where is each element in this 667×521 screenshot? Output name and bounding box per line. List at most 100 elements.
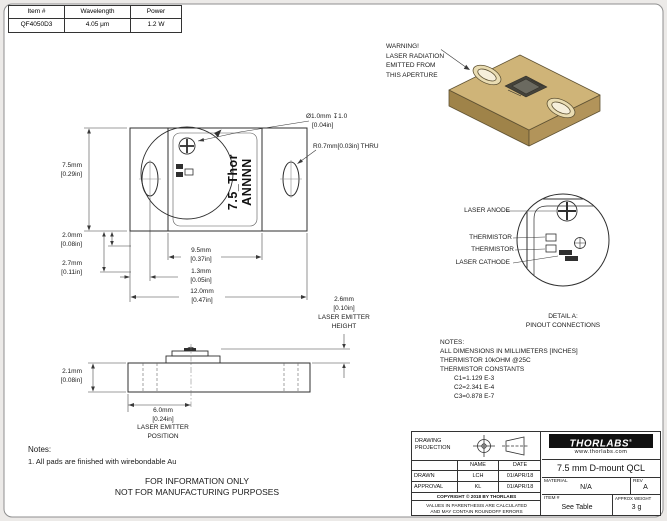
dim-1-3-in: [0.05in] (190, 276, 212, 284)
approval-row: APPROVAL KL 01/APR/18 (412, 481, 541, 492)
dim-2-0: 2.0mm [0.08in] (44, 232, 82, 249)
label-thermistor-2: THERMISTOR (471, 245, 514, 253)
item-weight-row: ITEM # See Table APPROX WEIGHT 3 g (542, 494, 660, 516)
detail-a-indicator-circle (140, 126, 234, 220)
item-label: ITEM # (544, 496, 560, 501)
rev-cell: REV A (631, 478, 660, 495)
label-thermistor-1: THERMISTOR (469, 233, 512, 241)
dim-1-3-mm: 1.3mm (191, 268, 211, 275)
name-date-header-spacer (412, 461, 457, 470)
iso-slot-left (472, 64, 502, 86)
isometric-view (448, 54, 601, 147)
approval-name: KL (457, 482, 498, 492)
info-only-notice: FOR INFORMATION ONLY NOT FOR MANUFACTURI… (87, 476, 307, 498)
thorlabs-url: www.thorlabs.com (574, 449, 628, 455)
info-only-line-2: NOT FOR MANUFACTURING PURPOSES (114, 487, 280, 497)
label-laser-anode: LASER ANODE (464, 207, 510, 214)
detail-a-indicator-arrow (214, 129, 222, 138)
weight-label: APPROX WEIGHT (615, 496, 652, 501)
approval-label: APPROVAL (414, 484, 444, 490)
dim-2-6-mm: 2.6mm (334, 296, 354, 303)
emitter-height-line-2: HEIGHT (331, 322, 357, 330)
dim-9-5: 9.5mm [0.37in] (181, 247, 221, 264)
front-view-centerlines (139, 160, 302, 198)
part-marking-label: 7.5_Thor ANNNN (226, 146, 256, 218)
dim-2-1-mm: 2.1mm (62, 368, 82, 375)
dim-2-7-mm: 2.7mm (62, 260, 82, 267)
weight-cell: APPROX WEIGHT 3 g (613, 495, 660, 516)
projection-label-line-1: DRAWING (415, 438, 442, 444)
material-label: MATERIAL (544, 479, 568, 484)
weight-value: 3 g (631, 504, 642, 511)
spec-table-header-row: Item # Wavelength Power (9, 6, 181, 19)
dim-2-0-in: [0.08in] (60, 240, 82, 248)
callout-slot-radius: R0.7mm[0.03in] THRU (313, 143, 379, 150)
dim-2-0-mm: 2.0mm (62, 232, 82, 239)
material-cell: MATERIAL N/A (542, 478, 631, 495)
notes-right-line-3: THERMISTOR CONSTANTS (440, 366, 525, 373)
laser-emitter-position-caption: LASER EMITTER POSITION (134, 424, 192, 441)
warning-leader (440, 49, 470, 70)
emitter-position-line-2: POSITION (147, 432, 179, 440)
notes-bottom-title: Notes: (28, 445, 52, 454)
warning-line-1: WARNING! (386, 43, 419, 50)
info-only-line-1: FOR INFORMATION ONLY (144, 476, 250, 486)
dim-2-7: 2.7mm [0.11in] (44, 260, 82, 277)
material-row: MATERIAL N/A REV A (542, 477, 660, 495)
col-header-date: DATE (498, 461, 541, 470)
detail-a-view (506, 193, 610, 287)
notes-right-title: NOTES: (440, 339, 465, 346)
drawn-date: 01/APR/18 (498, 471, 541, 481)
iso-chip-components (504, 75, 548, 98)
thorlabs-logo: THORLABS® (549, 434, 653, 450)
dim-7-5: 7.5mm [0.29in] (44, 162, 82, 179)
copyright-line: COPYRIGHT © 2018 BY THORLABS (412, 492, 541, 500)
item-value: See Table (561, 504, 593, 511)
spec-header-wavelength: Wavelength (65, 6, 131, 19)
front-dimension-arrows (87, 128, 307, 299)
notes-right-line-5: C2=2.341 E-4 (454, 384, 495, 391)
rev-label: REV (633, 479, 643, 484)
values-note: VALUES IN PARENTHESIS ARE CALCULATED AND… (412, 500, 541, 515)
dim-9-5-mm: 9.5mm (191, 247, 211, 254)
iso-slot-right (546, 97, 576, 119)
detail-a-caption-line-2: PINOUT CONNECTIONS (525, 322, 601, 329)
dim-2-1: 2.1mm [0.08in] (44, 368, 82, 385)
side-dimension-arrows (91, 344, 346, 407)
dim-9-5-in: [0.37in] (190, 255, 212, 263)
drawing-title: 7.5 mm D-mount QCL (542, 459, 660, 477)
notes-right-line-4: C1=1.129 E-3 (454, 375, 495, 382)
front-view-pads (176, 164, 194, 177)
rev-value: A (643, 484, 648, 491)
dim-7-5-in: [0.29in] (60, 170, 82, 178)
dim-12-0: 12.0mm [0.47in] (179, 288, 225, 305)
brand-registered-mark: ® (629, 438, 633, 443)
spec-table: Item # Wavelength Power QF4050D3 4.05 μm… (8, 5, 182, 33)
dim-7-5-mm: 7.5mm (62, 162, 82, 169)
brand-text: THORLABS (569, 438, 630, 450)
dim-2-6-in: [0.10in] (333, 304, 355, 312)
dim-2-6: 2.6mm [0.10in] (316, 296, 372, 313)
part-marking-line-1: 7.5_Thor (226, 153, 240, 211)
col-header-name: NAME (457, 461, 498, 470)
drawing-projection-label: DRAWING PROJECTION (415, 438, 450, 452)
emitter-height-line-1: LASER EMITTER (318, 314, 370, 321)
notes-right-line-1: ALL DIMENSIONS IN MILLIMETERS [INCHES] (440, 348, 578, 355)
dim-6-0: 6.0mm [0.24in] (134, 407, 192, 424)
emitter-position-line-1: LASER EMITTER (137, 424, 189, 431)
side-view-emitter-chip (184, 346, 197, 352)
dim-6-0-in: [0.24in] (152, 415, 174, 423)
material-value: N/A (580, 484, 592, 491)
spec-value-item: QF4050D3 (9, 19, 65, 32)
approval-date: 01/APR/18 (498, 482, 541, 492)
projection-label-line-2: PROJECTION (415, 445, 451, 451)
notes-right-line-2: THERMISTOR 10kOHM @25C (440, 357, 531, 364)
spec-value-power: 1.2 W (147, 21, 165, 28)
label-laser-cathode: LASER CATHODE (455, 259, 510, 266)
item-cell: ITEM # See Table (542, 495, 613, 516)
drawn-label: DRAWN (414, 473, 435, 479)
drawn-name: LCH (457, 471, 498, 481)
detail-a-caption-line-1: DETAIL A: (548, 313, 578, 320)
